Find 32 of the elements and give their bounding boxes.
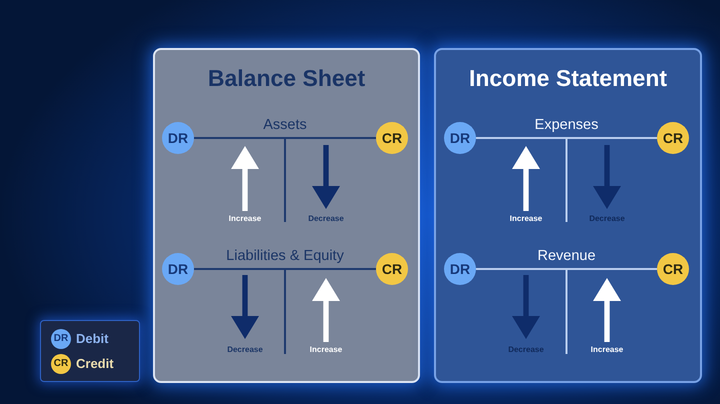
- t-account-line: [476, 268, 657, 270]
- credit-badge: CR: [657, 253, 689, 285]
- panel-title: Income Statement: [468, 64, 668, 92]
- arrow-caption: Increase: [510, 214, 542, 224]
- account-name: Assets: [263, 117, 307, 134]
- account-name: Liabilities & Equity: [226, 248, 344, 265]
- debit-badge: DR: [444, 253, 476, 285]
- arrow-caption: Increase: [310, 345, 342, 355]
- t-account-line: [194, 137, 376, 139]
- t-account-line: [194, 268, 376, 270]
- credit-badge: CR: [376, 253, 408, 285]
- credit-badge: CR: [376, 122, 408, 154]
- legend-swatch: CR: [51, 354, 71, 374]
- statement-panel: [434, 48, 702, 383]
- arrow-caption: Increase: [228, 214, 262, 224]
- debit-badge: DR: [162, 122, 194, 154]
- arrow-caption: Increase: [590, 345, 624, 355]
- debit-badge: DR: [162, 253, 194, 285]
- arrow-caption: Decrease: [227, 345, 263, 355]
- account-name: Expenses: [534, 117, 598, 134]
- arrow-caption: Decrease: [589, 214, 625, 224]
- panel-title: Balance Sheet: [208, 64, 366, 92]
- debit-badge: DR: [444, 122, 476, 154]
- arrow-caption: Decrease: [308, 214, 344, 224]
- arrow-caption: Decrease: [508, 345, 544, 355]
- legend-swatch: DR: [51, 328, 71, 348]
- credit-badge: CR: [657, 122, 689, 154]
- account-name: Revenue: [537, 248, 596, 265]
- legend-text: Credit: [76, 356, 114, 371]
- legend-text: Debit: [76, 331, 108, 346]
- t-account-line: [476, 137, 657, 139]
- statement-panel: [153, 48, 420, 383]
